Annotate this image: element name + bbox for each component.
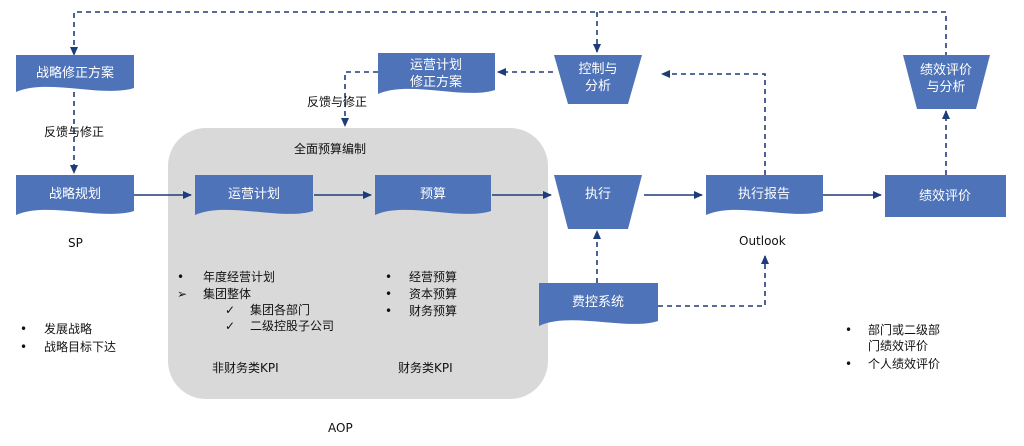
- label-perf-eval: 绩效评价: [919, 189, 971, 204]
- budget-list-item: 经营预算: [409, 269, 457, 284]
- svg-text:•: •: [20, 322, 27, 336]
- aop-label: AOP: [328, 421, 353, 435]
- svg-text:•: •: [845, 357, 852, 371]
- node-perf-eval: [885, 175, 1006, 217]
- node-exec-report: [706, 175, 823, 215]
- strategy-list-item: 发展战略: [44, 321, 92, 336]
- ops-list-item: 二级控股子公司: [250, 319, 334, 333]
- budget-list-item: 财务预算: [409, 303, 457, 318]
- label-ops-plan-revision: 运营计划修正方案: [410, 58, 462, 90]
- fin-kpi-label: 财务类KPI: [398, 360, 453, 375]
- ops-list: • 年度经营计划 ➢ 集团整体 ✓ 集团各部门 ✓ 二级控股子公司: [177, 269, 334, 333]
- node-ops-plan-revision: [378, 53, 495, 94]
- node-ops-plan: [195, 175, 313, 215]
- label-exec-report: 执行报告: [738, 187, 790, 202]
- svg-text:•: •: [845, 323, 852, 337]
- edge-opsrev-to-group: [341, 71, 378, 127]
- non-fin-kpi-label: 非财务类KPI: [212, 360, 279, 375]
- ops-list-marker: •: [177, 270, 184, 284]
- outlook-label: Outlook: [739, 234, 786, 248]
- budget-list-item: 资本预算: [409, 286, 457, 301]
- label-execution: 执行: [585, 187, 611, 202]
- node-strategic-plan: [16, 175, 134, 215]
- edge-top-loop: [70, 11, 947, 75]
- label-perf-eval-analysis: 绩效评价与分析: [920, 63, 972, 95]
- budget-group-title: 全面预算编制: [294, 141, 366, 156]
- strategy-list-item: 战略目标下达: [44, 339, 116, 354]
- label-strategic-plan: 战略规划: [49, 186, 101, 202]
- ops-list-marker: ✓: [225, 303, 235, 317]
- edge-report-to-control: [661, 70, 766, 175]
- node-perf-eval-analysis: [903, 55, 990, 109]
- ops-list-item: 集团整体: [203, 286, 251, 301]
- label-budget: 预算: [420, 187, 446, 202]
- sp-label: SP: [68, 236, 83, 250]
- strategy-list: • 发展战略 • 战略目标下达: [20, 321, 116, 354]
- node-expense-system: [539, 283, 658, 326]
- label-control-analysis: 控制与分析: [578, 62, 617, 94]
- svg-text:•: •: [385, 270, 392, 284]
- node-budget: [375, 175, 491, 215]
- feedback-top-label: 反馈与修正: [307, 94, 367, 109]
- edge-expense-to-outlook: [658, 255, 769, 307]
- ops-list-item: 年度经营计划: [203, 269, 275, 284]
- perf-list: • 部门或二级部门绩效评价 • 个人绩效评价: [845, 322, 940, 371]
- perf-list-item: 个人绩效评价: [868, 356, 940, 371]
- svg-text:•: •: [385, 287, 392, 301]
- budget-list: • 经营预算 • 资本预算 • 财务预算: [385, 269, 457, 318]
- ops-list-item: 集团各部门: [250, 302, 310, 317]
- node-control-analysis: [554, 55, 642, 104]
- node-strategy-revision: [16, 55, 134, 92]
- perf-list-item: 部门或二级部门绩效评价: [868, 322, 940, 353]
- ops-list-marker: ➢: [177, 287, 187, 301]
- feedback-left-label: 反馈与修正: [44, 124, 104, 139]
- label-ops-plan: 运营计划: [228, 187, 280, 202]
- svg-text:•: •: [20, 340, 27, 354]
- svg-text:•: •: [385, 304, 392, 318]
- ops-list-marker: ✓: [225, 319, 235, 333]
- budget-group-bg: [168, 128, 548, 399]
- label-strategy-revision: 战略修正方案: [36, 65, 114, 81]
- node-execution: [554, 175, 642, 229]
- label-expense-system: 费控系统: [572, 295, 624, 310]
